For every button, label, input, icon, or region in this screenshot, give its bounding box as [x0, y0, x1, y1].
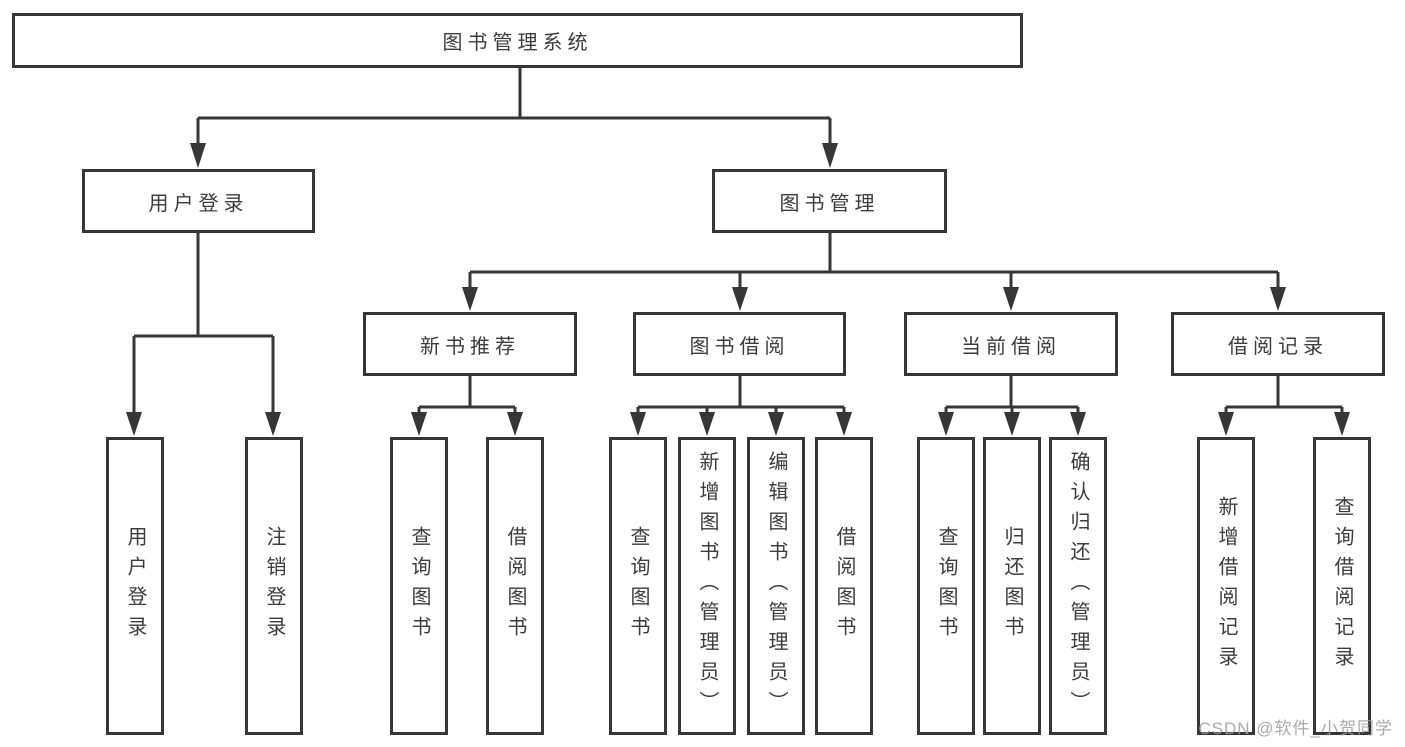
leaf-current-confirm-return-admin: 确认归还（管理员）: [1049, 437, 1107, 735]
leaf-records-add-record: 新增借阅记录: [1197, 437, 1255, 735]
leaf-borrow-edit-books-admin-label: 编辑图书（管理员）: [765, 451, 787, 721]
csdn-watermark: CSDN @软件_小贺同学: [1198, 719, 1393, 738]
leaf-borrow-borrow-books: 借阅图书: [815, 437, 873, 735]
leaf-records-query-record-label: 查询借阅记录: [1331, 496, 1353, 676]
leaf-current-query-books: 查询图书: [917, 437, 975, 735]
leaf-borrow-add-books-admin-label: 新增图书（管理员）: [696, 451, 718, 721]
node-new-book-recommend: 新书推荐: [363, 312, 577, 376]
leaf-newbook-query-books-label: 查询图书: [408, 526, 430, 646]
leaf-borrow-query-books-label: 查询图书: [627, 526, 649, 646]
leaf-borrow-borrow-books-label: 借阅图书: [833, 526, 855, 646]
node-borrowing-records: 借阅记录: [1171, 312, 1385, 376]
node-library-management-system: 图书管理系统: [12, 13, 1023, 68]
leaf-records-add-record-label: 新增借阅记录: [1215, 496, 1237, 676]
leaf-logout-label: 注销登录: [263, 526, 285, 646]
leaf-current-query-books-label: 查询图书: [935, 526, 957, 646]
leaf-borrow-add-books-admin: 新增图书（管理员）: [678, 437, 736, 735]
leaf-user-login: 用户登录: [106, 437, 164, 735]
node-book-borrowing: 图书借阅: [633, 312, 846, 376]
leaf-borrow-edit-books-admin: 编辑图书（管理员）: [747, 437, 805, 735]
leaf-newbook-borrow-books-label: 借阅图书: [504, 526, 526, 646]
leaf-current-return-books-label: 归还图书: [1001, 526, 1023, 646]
leaf-logout: 注销登录: [245, 437, 303, 735]
leaf-user-login-label: 用户登录: [124, 526, 146, 646]
leaf-newbook-borrow-books: 借阅图书: [486, 437, 544, 735]
leaf-current-confirm-return-admin-label: 确认归还（管理员）: [1067, 451, 1089, 721]
node-user-login: 用户登录: [82, 169, 315, 233]
leaf-newbook-query-books: 查询图书: [390, 437, 448, 735]
leaf-records-query-record: 查询借阅记录: [1313, 437, 1371, 735]
leaf-borrow-query-books: 查询图书: [609, 437, 667, 735]
node-current-borrowing: 当前借阅: [904, 312, 1118, 376]
leaf-current-return-books: 归还图书: [983, 437, 1041, 735]
node-book-management: 图书管理: [712, 169, 947, 233]
